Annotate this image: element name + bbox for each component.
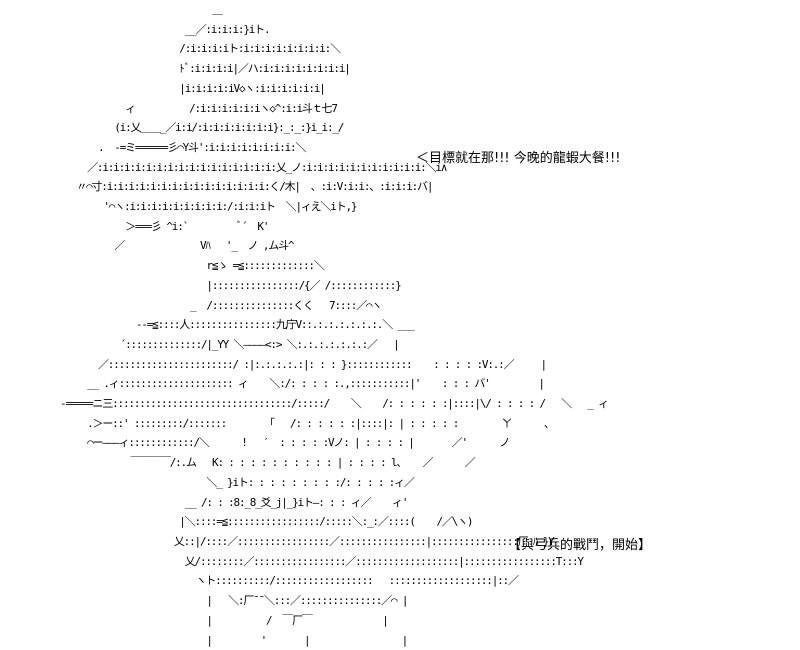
art-line: ﾄﾞ:i:i:i:i|／ハ:i:i:i:i:i:i:i:i| — [60, 62, 351, 76]
art-line: | / ￣厂￣ | — [60, 613, 388, 627]
art-line: __ .ィ::::::::::::::::::::: ィ ＼:/: : : : … — [60, 377, 545, 391]
art-line: __ /: : :8:_8_爻_j|_}iト―: : : ィ／ ィ' — [60, 495, 409, 509]
art-line: /:i:i:i:iト:i:i:i:i:i:i:i:i:＼ — [60, 42, 341, 56]
art-line: ＼_ }iト: : : : : : : : :/: : : : :ィ／ — [60, 475, 415, 489]
art-line: ⌒ー―――ィ::::::::::::/＼ ! ′ : : : : :Vノ: | … — [60, 436, 510, 450]
art-line: . -=ミ======彡⌒Y斗':i:i:i:i:i:i:i:i:＼ — [60, 140, 307, 154]
art-line: ＞===彡 ^i:` ﾞ´ K' — [60, 219, 269, 233]
art-line: 〃⌒寸:i:i:i:i:i:i:i:i:i:i:i:i:i:i:i:く/木| 、… — [60, 180, 433, 194]
art-line: |＼::::=≦:::::::::::::::::/:::::＼:_:／::::… — [60, 515, 473, 529]
art-line: __／:i:i:i:}iト. — [60, 22, 271, 36]
caption-text: 【與弓兵的戰鬥，開始】 — [508, 538, 652, 553]
art-line: | ＼:厂¯¯＼:::／:::::::::::::::／⌒ | — [60, 594, 408, 608]
art-line: -=====ニ三::::::::::::::::::::::::::::::::… — [60, 397, 609, 411]
art-line: ＿ — [60, 3, 223, 16]
art-line: ￣￣￣￣/:.ム K: : : : : : : : : : : | : : : … — [60, 456, 475, 470]
art-line: (i:乂＿＿_／i:i/:i:i:i:i:i:i:i}:_:_:}i_i:_/ — [60, 121, 344, 135]
art-line: .＞ー::' :::::::::/::::::: 「 /: : : : : :|… — [60, 416, 555, 430]
art-line: |::::::::::::::::/{／ /::::::::::::} — [60, 278, 401, 292]
art-line: '⌒ヽ:i:i:i:i:i:i:i:i:i:/:i:i:iト ＼|ィえ＼iト,} — [60, 200, 357, 214]
art-line: ´::::::::::::::/|_YY ＼――――<:> ＼:.:.:.:.:… — [60, 337, 400, 351]
art-line: r≦ゝ =≦:::::::::::::＼ — [60, 259, 324, 273]
art-line: ／:::::::::::::::::::::::/ :|:.:.:.:.:|: … — [60, 357, 547, 371]
art-line: |i:i:i:i:iV◇ヽ:i:i:i:i:i:i| — [60, 81, 326, 95]
ascii-art-canvas: ＿ __／:i:i:i:}iト. /:i:i:i:iト:i:i:i:i:i:i:… — [60, 3, 652, 647]
art-line: _ /:::::::::::::::くく 7::::／⌒ヽ — [60, 298, 382, 312]
art-line: ヽト::::::::::/:::::::::::::::::: ::::::::… — [60, 574, 519, 588]
speech-bubble-text: ＜目標就在那!!! 今晚的龍蝦大餐!!! — [416, 151, 621, 166]
art-line: ／:i:i:i:i:i:i:i:i:i:i:i:i:i:i:i:i:乂_ノ:i:… — [60, 160, 447, 174]
art-line: ／ Vﾊ '_ ノ ,ム斗^ — [60, 239, 294, 253]
art-line: --=≦::::人::::::::::::::::九庁V::.:.:.:.:.:… — [60, 318, 415, 332]
art-line: 乂::|/::::／:::::::::::::::::／::::::::::::… — [60, 534, 555, 548]
art-line: | ' | | — [60, 633, 408, 647]
art-line: 乂/::::::::／:::::::::::::::::／:::::::::::… — [60, 554, 584, 568]
art-line: ィ /:i:i:i:i:i:iヽ◇^:i:i斗ｔ七7 — [60, 101, 338, 115]
